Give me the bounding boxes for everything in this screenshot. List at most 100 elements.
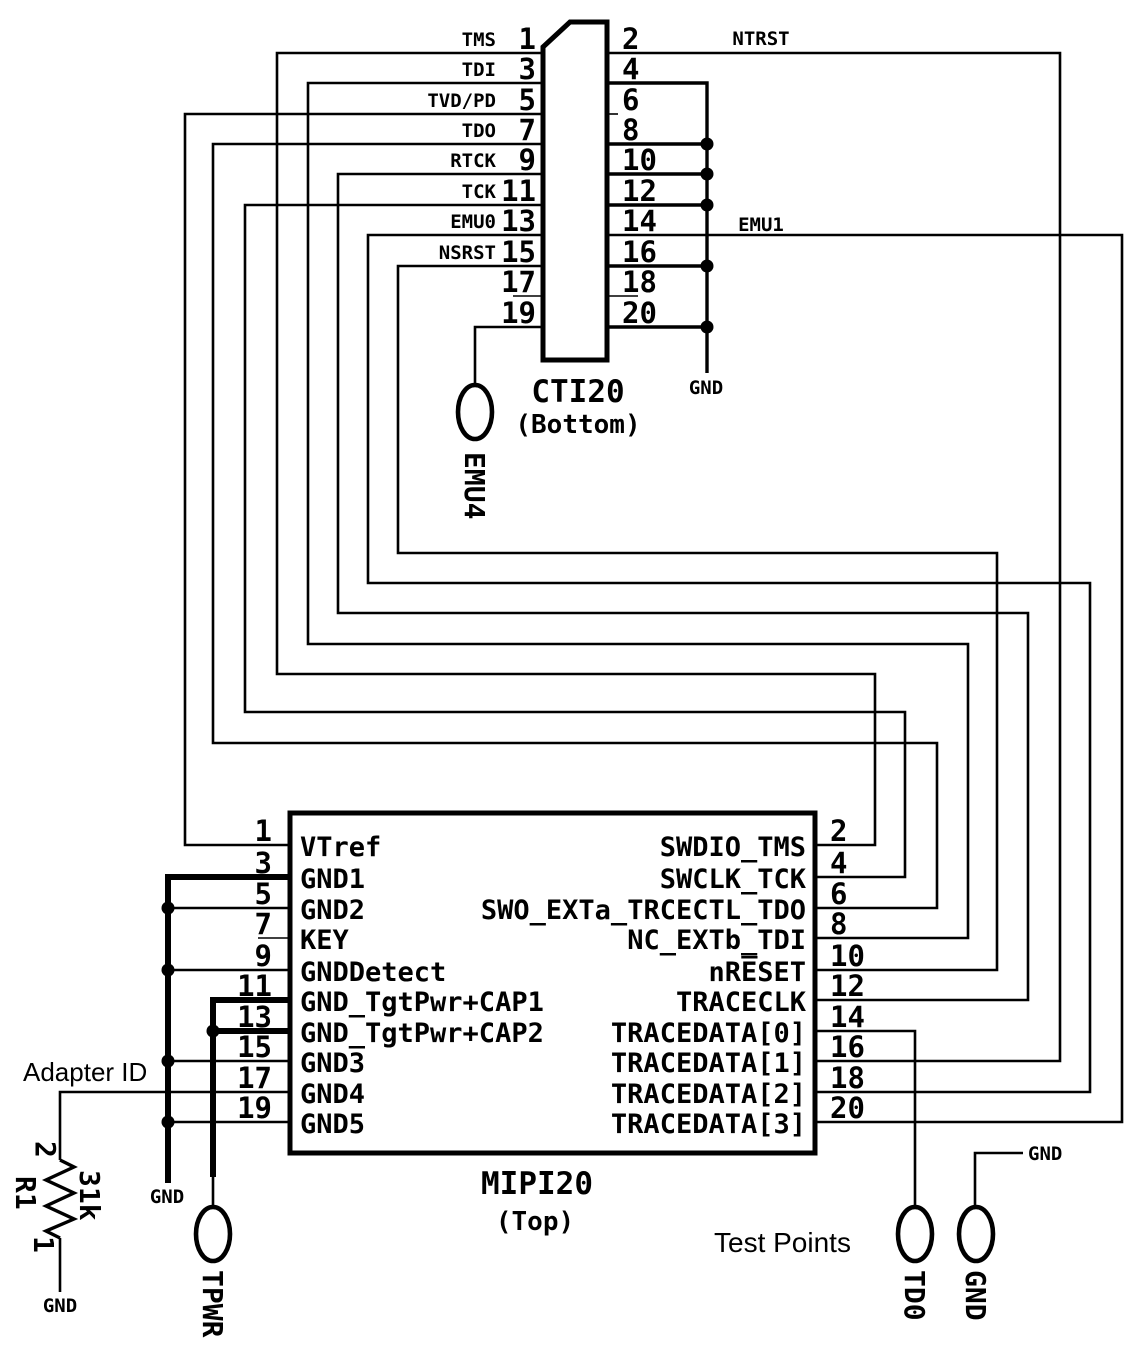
emu4-pad (455, 382, 495, 442)
mipi20-pin-number: 9 (255, 939, 272, 973)
wire-adapter-id (58, 1090, 290, 1160)
net-label-gnd-r1: GND (43, 1295, 77, 1317)
net-label-gnd-cti: GND (689, 377, 723, 399)
cti20-pin-number: 1 (519, 22, 536, 56)
mipi20-pin-label: TRACECLK (676, 987, 807, 1018)
mipi20-pin-label: nRE̅SET (708, 955, 806, 988)
cti20-subtitle: (Bottom) (515, 410, 640, 440)
junction-dot (161, 1115, 175, 1129)
mipi20-pin-label: TRACEDATA[2] (611, 1079, 806, 1110)
mipi20-pin-label: GNDDetect (300, 957, 446, 988)
junction-dot (700, 137, 714, 151)
mipi20-pin-number: 5 (255, 877, 272, 911)
mipi20-pin-label: GND_TgtPwr+CAP1 (300, 987, 544, 1018)
cti20-pin-number: 12 (622, 174, 657, 208)
mipi20-pin-label: GND_TgtPwr+CAP2 (300, 1018, 544, 1049)
cti20-pin-number: 14 (622, 204, 657, 238)
wire-tms (275, 51, 877, 847)
wire-emu1 (607, 233, 1124, 1124)
mipi20-pin-number: 16 (830, 1030, 865, 1064)
cti20-body (540, 19, 610, 363)
cti20-pin-number: 2 (622, 22, 639, 56)
cti20-pin-number: 13 (501, 204, 536, 238)
emu4-label: EMU4 (458, 452, 491, 519)
signal-wires (183, 51, 1124, 1207)
cti20-pin-number: 15 (501, 235, 536, 269)
cti20-pin-label: TVD/PD (427, 90, 496, 112)
cti20-pin-number: 18 (622, 265, 657, 299)
mipi20-pin-label: GND5 (300, 1109, 365, 1140)
net-label-emu1: EMU1 (738, 214, 784, 236)
r1-pin1: 1 (27, 1236, 60, 1253)
wire-tdi (306, 81, 970, 940)
test-points-caption: Test Points (714, 1227, 851, 1258)
wire-td0-testpoint (815, 1029, 917, 1207)
wire-rtck (336, 172, 1030, 1002)
mipi20-pin-label: SWCLK_TCK (660, 864, 807, 895)
cti20-title: CTI20 (531, 374, 624, 410)
cti20-pin-number: 8 (622, 113, 639, 147)
cti20-pin-number: 5 (519, 83, 536, 117)
cti20-pin-number: 17 (501, 265, 536, 299)
cti20-pin-label: TMS (462, 29, 496, 51)
mipi20-pin-number: 13 (237, 1000, 272, 1034)
mipi20-pin-number: 15 (237, 1030, 272, 1064)
adapter-id-net (41, 1090, 290, 1292)
mipi20-pin-number: 4 (830, 846, 847, 880)
junction-dot (700, 259, 714, 273)
mipi20-title: MIPI20 (481, 1166, 593, 1202)
r1-value: 31k (73, 1170, 106, 1221)
mipi20-pin-label: GND2 (300, 895, 365, 926)
td0-label: TD0 (898, 1270, 931, 1321)
junction-dot (206, 1024, 220, 1038)
mipi20-body (287, 810, 818, 1156)
mipi20-pin-number: 1 (255, 814, 272, 848)
tpwr-pad (193, 1204, 233, 1264)
gnd-pad (956, 1204, 996, 1264)
mipi20-pin-number: 11 (237, 969, 272, 1003)
mipi20-pin-label: TRACEDATA[1] (611, 1048, 806, 1079)
cti20-pin-label: RTCK (450, 150, 496, 172)
cti20-pin-number: 20 (622, 296, 657, 330)
cti20-pin-number: 7 (519, 113, 536, 147)
mipi20-pin-number: 2 (830, 814, 847, 848)
wire-emu4 (473, 325, 543, 385)
wire-emu0 (366, 233, 1092, 1094)
wire-nsrst (396, 264, 999, 972)
mipi20-pin-label: GND1 (300, 864, 365, 895)
mipi20-subtitle: (Top) (496, 1207, 574, 1237)
r1-refdes: R1 (9, 1176, 42, 1210)
adapter-id-label: Adapter ID (23, 1057, 147, 1087)
gnd-tp-label: GND (959, 1270, 992, 1321)
mipi20-pin-number: 7 (255, 907, 272, 941)
cti20-pin-label: EMU0 (450, 211, 496, 233)
mipi20-pin-number: 3 (255, 846, 272, 880)
mipi20-pin-number: 18 (830, 1061, 865, 1095)
mipi20-pin-label: TRACEDATA[0] (611, 1018, 806, 1049)
mipi20-pin-label: TRACEDATA[3] (611, 1109, 806, 1140)
mipi20-pin-label: SWDIO_TMS (660, 832, 806, 863)
cti20-pin-number: 11 (501, 174, 536, 208)
cti20-pin-label: TDI (462, 59, 496, 81)
mipi20-pin-number: 8 (830, 907, 847, 941)
mipi20-pin-number: 12 (830, 969, 865, 1003)
wire-tck (243, 203, 907, 879)
junction-dot (700, 320, 714, 334)
junction-dot (161, 901, 175, 915)
labels: NTRST EMU1 GND CTI20 (Bottom) MIPI20 (To… (9, 28, 1062, 1338)
gnd-bus-line (607, 81, 709, 373)
junction-dot (161, 963, 175, 977)
wire-gnd-testpoint (973, 1151, 1023, 1207)
r1-pin2: 2 (29, 1141, 62, 1158)
net-label-ntrst: NTRST (732, 28, 789, 50)
mipi20-pin-number: 19 (237, 1091, 272, 1125)
mipi20-pin-label: GND4 (300, 1079, 365, 1110)
mipi20-pin-label: SWO_EXTa_TRCECTL_TDO (481, 895, 806, 926)
cti20-pin-number: 3 (519, 52, 536, 86)
mipi20-pin-number: 6 (830, 877, 847, 911)
junction-dot (700, 167, 714, 181)
mipi20-pin-number: 20 (830, 1091, 865, 1125)
cti20-gnd-bus (607, 81, 714, 373)
